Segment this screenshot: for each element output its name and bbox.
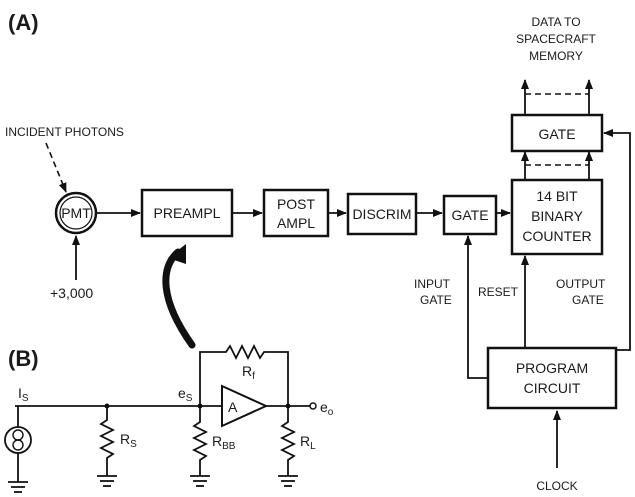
rl-resistor [279,406,297,476]
post-ampl-line2: AMPL [277,215,315,231]
incident-photons-label: INCIDENT PHOTONS [5,125,124,139]
es-label: eS [178,385,193,404]
data-to-line2: SPACECRAFT [516,32,596,46]
eo-label: eo [320,399,334,418]
discrim-label: DISCRIM [352,206,411,222]
amplifier-triangle [221,384,269,428]
output-gate-control-line [603,129,631,351]
preampl-detail-arrowhead [168,244,186,264]
ground-2 [97,475,117,487]
reset-label: RESET [478,285,519,299]
post-ampl-box [262,188,330,238]
hv-label: +3,000 [50,285,93,301]
data-to-line3: MEMORY [529,49,583,63]
ground-4 [278,475,298,487]
rs-label: RS [120,431,137,450]
current-source-inner-b [12,439,24,451]
counter-line1: 14 BIT [536,188,578,204]
program-circuit-line2: CIRCUIT [524,380,581,396]
rf-feedback-resistor [199,343,289,406]
output-gate-label-1: OUTPUT [556,277,606,291]
input-gate-label-2: GATE [420,293,452,307]
counter-line2: BINARY [531,208,584,224]
output-terminal [309,402,317,410]
pmt-label: PMT [61,205,91,221]
input-gate-control-line [464,235,488,379]
rl-label: RL [300,433,316,452]
panel-b-label: (B) [8,346,39,371]
panel-a-label: (A) [8,10,39,35]
ground-3 [190,475,210,487]
post-ampl-line1: POST [277,196,316,212]
data-to-line1: DATA TO [531,15,580,29]
preampl-detail-arrow [162,248,196,349]
pmt-inner-ring [59,196,93,230]
program-circuit-line1: PROGRAM [516,360,588,376]
counter-line3: COUNTER [522,228,591,244]
input-gate-label-1: INPUT [414,277,451,291]
input-gate-box-label: GATE [451,207,488,223]
ground-1 [8,481,28,493]
is-label: IS [18,385,29,404]
output-gate-box-label: GATE [538,126,575,142]
program-circuit-box [486,346,618,410]
preampl-label: PREAMPL [154,205,221,221]
photon-arrow [45,142,67,193]
counter-box [510,178,604,256]
amplifier-label: A [228,399,238,415]
rbb-label: RBB [212,433,236,452]
rbb-resistor [191,406,209,476]
discrim-box [346,192,418,236]
rf-label: Rf [242,363,255,382]
output-gate-box [510,113,604,153]
clock-label: CLOCK [536,479,577,493]
input-gate-box [442,194,498,236]
rs-resistor [98,406,116,476]
output-gate-label-2: GATE [572,293,604,307]
